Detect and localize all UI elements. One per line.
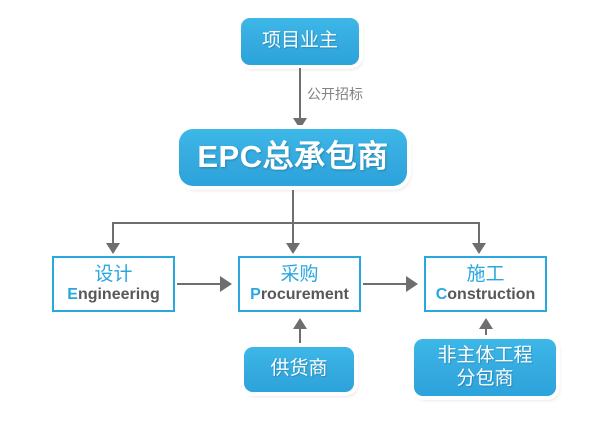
edge-label-public-tender: 公开招标: [307, 86, 363, 102]
connector-engineering-to-procurement-line: [177, 283, 221, 285]
connector-owner-to-epc-arrow: [293, 118, 307, 129]
node-engineering-label-en-lead: E: [67, 286, 78, 304]
node-supplier[interactable]: 供货商: [244, 347, 354, 392]
connector-supplier-to-procurement-arrow: [293, 318, 307, 329]
node-procurement-label-en-lead: P: [250, 286, 261, 304]
node-subcontractor-label-line2: 分包商: [456, 367, 514, 389]
connector-engineering-to-procurement-arrow: [220, 276, 232, 292]
node-procurement-label-en-rest: rocurement: [260, 286, 349, 304]
connector-subcontractor-to-construction-arrow: [479, 318, 493, 329]
node-engineering-label-cn: 设计: [94, 264, 133, 286]
node-project-owner[interactable]: 项目业主: [241, 18, 359, 65]
node-subcontractor[interactable]: 非主体工程 分包商: [414, 339, 556, 396]
connector-epc-stem: [292, 190, 294, 223]
node-construction[interactable]: 施工 Construction: [424, 256, 547, 312]
connector-epc-to-construction-arrow: [472, 243, 486, 254]
node-engineering-label-en: Engineering: [67, 286, 159, 304]
node-subcontractor-label-line1: 非主体工程: [437, 345, 533, 367]
node-epc-general-contractor[interactable]: EPC总承包商: [179, 129, 407, 186]
connector-subcontractor-to-construction-line: [485, 328, 487, 340]
connector-epc-to-procurement-arrow: [286, 243, 300, 254]
node-construction-label-en: Construction: [436, 286, 536, 304]
connector-epc-bus: [112, 222, 480, 224]
node-procurement-label-cn: 采购: [280, 264, 319, 286]
node-construction-label-en-lead: C: [435, 286, 448, 304]
node-procurement[interactable]: 采购 Procurement: [238, 256, 361, 312]
connector-owner-to-epc-line: [299, 68, 301, 120]
connector-procurement-to-construction-line: [363, 283, 407, 285]
node-construction-label-cn: 施工: [466, 264, 505, 286]
connector-procurement-to-construction-arrow: [406, 276, 418, 292]
connector-supplier-to-procurement-line: [299, 328, 301, 348]
node-engineering[interactable]: 设计 Engineering: [52, 256, 175, 312]
connector-epc-to-procurement-line: [292, 222, 294, 244]
connector-epc-to-engineering-arrow: [106, 243, 120, 254]
node-procurement-label-en: Procurement: [250, 286, 349, 304]
connector-epc-to-construction-line: [478, 222, 480, 244]
connector-epc-to-engineering-line: [112, 222, 114, 244]
node-construction-label-en-rest: onstruction: [447, 286, 536, 304]
node-engineering-label-en-rest: ngineering: [77, 286, 160, 304]
